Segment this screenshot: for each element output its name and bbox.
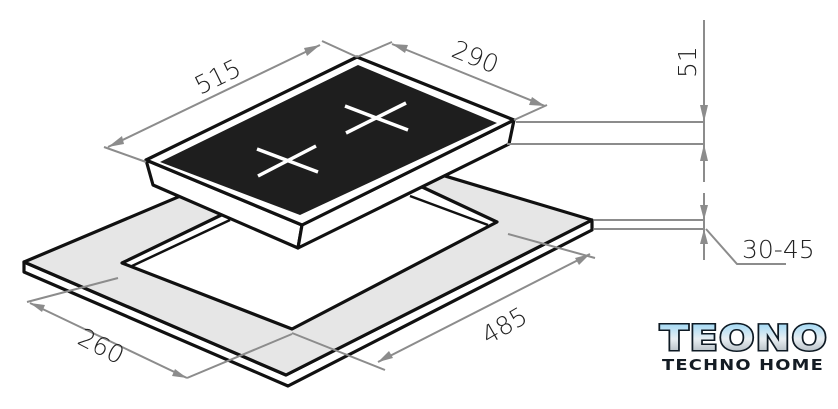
label-290: 290 (448, 35, 503, 80)
logo-brand-text: TEONO (660, 319, 828, 359)
label-51: 51 (673, 46, 702, 78)
dimension-hob-height: 51 (507, 20, 708, 182)
label-260: 260 (73, 323, 129, 371)
burner-rear-cross-icon (344, 101, 409, 135)
brand-logo: TEONO TECHNO HOME (659, 318, 829, 375)
dimension-countertop-thickness: 30-45 (594, 193, 815, 265)
logo-tagline: TECHNO HOME (662, 356, 824, 374)
label-30-45: 30-45 (742, 235, 815, 264)
hob-glass (160, 65, 497, 215)
cutout-inner-lip-right (409, 194, 489, 227)
cutout-inner-lip (131, 218, 231, 268)
burner-front-cross-icon (256, 144, 319, 178)
hob (144, 55, 516, 250)
